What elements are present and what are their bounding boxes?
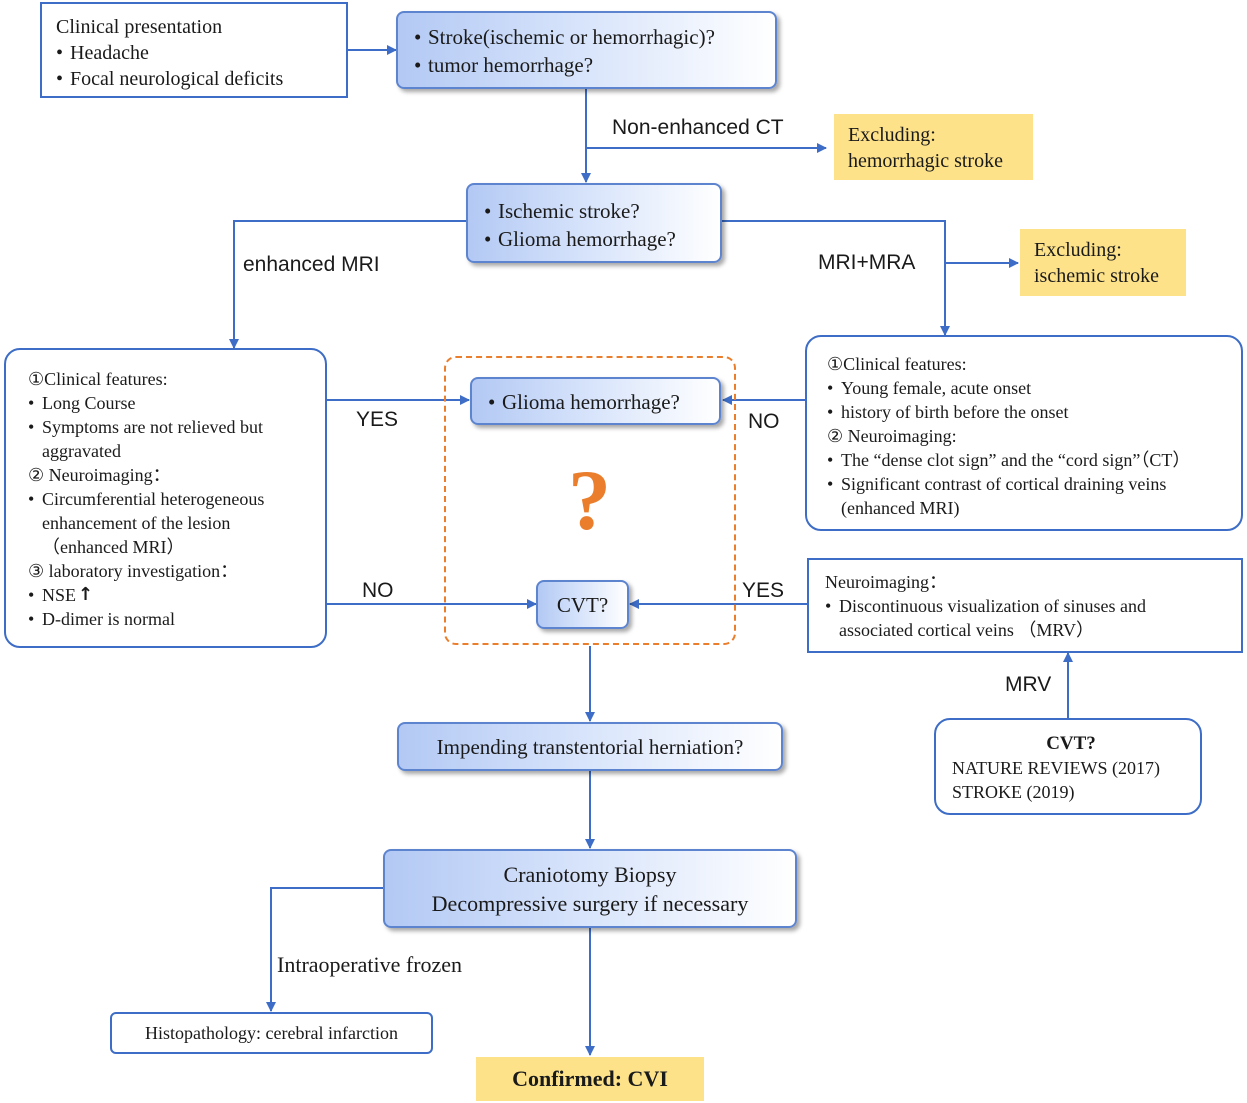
cvt-feature-item: •history of birth before the onset [827,402,1069,422]
cvt-reference-box: CVT? NATURE REVIEWS (2017) STROKE (2019) [934,718,1202,815]
label-no-left: NO [362,579,394,602]
arrow-ischemic-to-left-features [229,220,466,349]
cvt-reference-title: CVT? [1046,733,1096,754]
glioma-feature-item-cont: enhancement of the lesion [42,513,231,533]
label-intraoperative-frozen: Intraoperative frozen [277,952,463,977]
exclusion-ischemic-line2: ischemic stroke [1034,265,1159,287]
label-non-enhanced-ct: Non-enhanced CT [612,116,784,139]
question-mark-icon: ? [568,452,611,548]
label-no-right: NO [748,410,780,433]
clinical-presentation-item: •Focal neurological deficits [56,68,284,90]
label-mri-mra: MRI+MRA [818,251,916,274]
cvt-feature-item-cont: (enhanced MRI) [841,498,960,518]
ischemic-question-item: •Glioma hemorrhage? [484,227,676,251]
glioma-feature-item: •NSE↑ [28,584,94,605]
cvt-features-box: ①Clinical features: •Young female, acute… [805,335,1243,531]
confirmed-text: Confirmed: CVI [512,1066,668,1091]
clinical-presentation-box: Clinical presentation •Headache •Focal n… [40,2,348,98]
mrv-finding-item-cont: associated cortical veins （MRV） [839,620,1094,640]
glioma-feature-item-cont: aggravated [42,441,121,461]
clinical-presentation-item: •Headache [56,42,149,64]
herniation-question-text: Impending transtentorial herniation? [436,734,744,759]
cvt-question-box: CVT? [536,580,629,629]
stroke-question-item: •tumor hemorrhage? [414,53,594,77]
herniation-question-box: Impending transtentorial herniation? [397,722,783,771]
mrv-findings-heading: Neuroimaging： [825,572,947,592]
stroke-question-item: •Stroke(ischemic or hemorrhagic)? [414,25,715,49]
clinical-presentation-title: Clinical presentation [56,16,223,38]
glioma-feature-item: •D-dimer is normal [28,609,175,629]
cvt-feature-item: •Significant contrast of cortical draini… [827,474,1167,494]
glioma-features-heading-clinical: ①Clinical features: [28,369,168,389]
glioma-features-box: ①Clinical features: •Long Course •Sympto… [4,348,327,648]
glioma-features-heading-lab: ③ laboratory investigation： [28,561,239,581]
exclusion-hemorrhagic-box: Excluding: hemorrhagic stroke [834,114,1033,180]
glioma-question-item: •Glioma hemorrhage? [488,390,680,414]
cvt-features-heading-neuroimaging: ② Neuroimaging: [827,426,957,446]
exclusion-ischemic-line1: Excluding: [1034,239,1122,261]
exclusion-ischemic-box: Excluding: ischemic stroke [1020,229,1186,296]
exclusion-hemorrhagic-line2: hemorrhagic stroke [848,150,1003,172]
arrow-craniotomy-to-histopathology [266,887,383,1012]
cvt-features-heading-clinical: ①Clinical features: [827,354,967,374]
glioma-feature-item: •Symptoms are not relieved but [28,417,263,437]
differential-diagnosis-region [444,356,736,645]
exclusion-hemorrhagic-line1: Excluding: [848,124,936,146]
mrv-finding-item: •Discontinuous visualization of sinuses … [825,596,1146,616]
histopathology-text: Histopathology: cerebral infarction [145,1023,398,1043]
stroke-question-box: •Stroke(ischemic or hemorrhagic)? •tumor… [396,11,777,89]
glioma-question-box: •Glioma hemorrhage? [470,377,721,425]
arrow-ischemic-to-right-features [722,220,950,336]
cvt-reference-line1: NATURE REVIEWS (2017) [952,758,1160,778]
craniotomy-line1: Craniotomy Biopsy [503,861,677,887]
craniotomy-box: Craniotomy Biopsy Decompressive surgery … [383,849,797,928]
cvt-feature-item: •Young female, acute onset [827,378,1032,398]
up-arrow-icon: ↑ [78,584,94,605]
cvt-feature-item: •The “dense clot sign” and the “cord sig… [827,450,1191,470]
ischemic-question-item: •Ischemic stroke? [484,199,640,223]
glioma-features-heading-neuroimaging: ② Neuroimaging： [28,465,171,485]
ischemic-question-box: •Ischemic stroke? •Glioma hemorrhage? [466,183,722,263]
mrv-findings-box: Neuroimaging： •Discontinuous visualizati… [807,558,1243,653]
cvt-reference-line2: STROKE (2019) [952,782,1075,802]
cvt-question-text: CVT? [556,592,609,617]
histopathology-box: Histopathology: cerebral infarction [110,1012,433,1054]
label-yes-right: YES [742,579,785,602]
glioma-feature-item-cont: （enhanced MRI） [42,537,185,557]
label-enhanced-mri: enhanced MRI [243,253,380,276]
label-yes-left: YES [356,408,399,431]
craniotomy-line2: Decompressive surgery if necessary [431,890,749,916]
glioma-feature-item: •Circumferential heterogeneous [28,489,265,509]
confirmed-box: Confirmed: CVI [476,1057,704,1101]
label-mrv: MRV [1005,673,1052,696]
glioma-feature-item: •Long Course [28,393,136,413]
